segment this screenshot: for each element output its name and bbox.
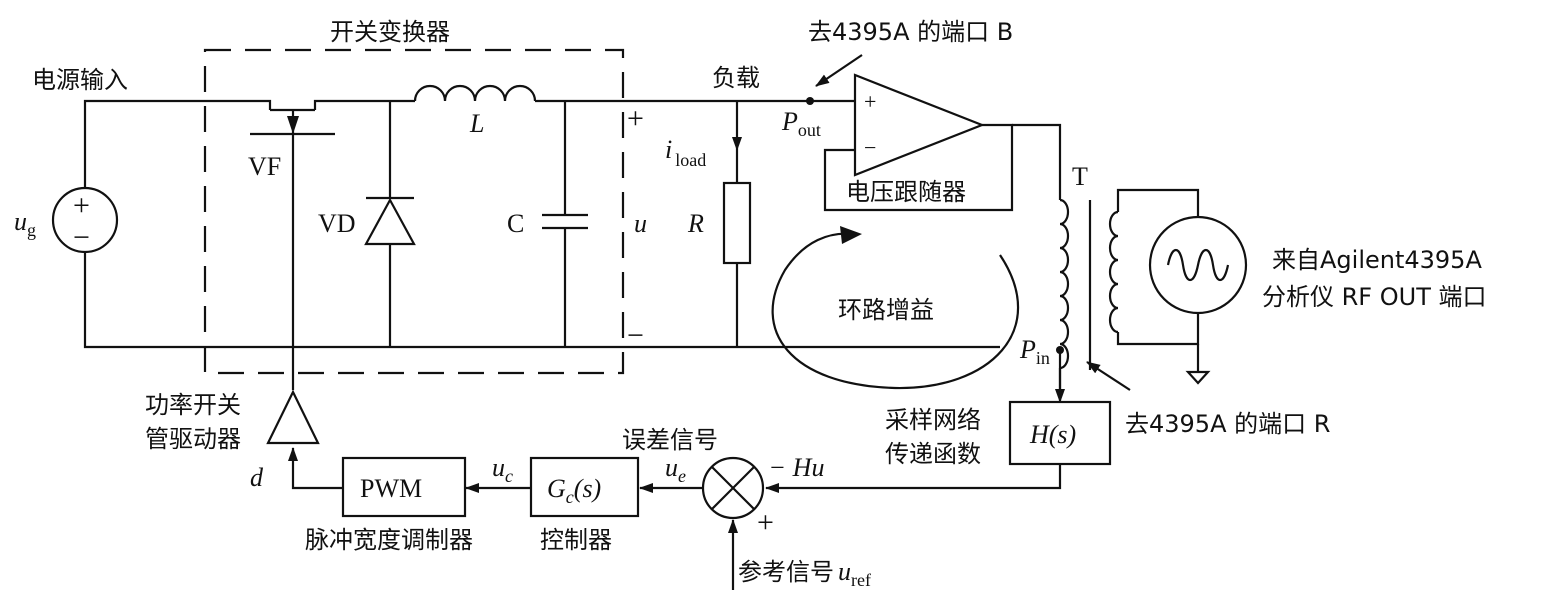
voltage-follower: + − <box>810 73 1062 212</box>
capacitor-label: C <box>507 209 524 238</box>
diode-vd <box>364 101 416 347</box>
load-label: 负载 <box>712 64 760 92</box>
from-agilent-line2: 分析仪 RF OUT 端口 <box>1262 283 1486 311</box>
controller-block <box>529 456 640 518</box>
pout-label: Pout <box>781 107 821 140</box>
svg-text:+: + <box>73 189 90 222</box>
loop-gain-label: 环路增益 <box>838 296 934 324</box>
transformer-label: T <box>1072 162 1088 191</box>
signal-generator <box>1148 215 1248 385</box>
transformer-t <box>1058 188 1200 390</box>
ref-plus: + <box>757 506 774 539</box>
inductor-l <box>390 84 810 103</box>
uc-label: uc <box>492 453 513 486</box>
source-wires <box>83 99 1000 349</box>
pwm-label: PWM <box>360 474 422 503</box>
mosfet-vf <box>250 99 390 390</box>
driver-buffer <box>266 389 320 445</box>
controller-label: 控制器 <box>540 526 612 554</box>
sampling-tf-label: H(s) <box>1029 420 1076 449</box>
from-agilent-line1: 来自Agilent4395A <box>1272 246 1482 274</box>
ug-label: ug <box>14 207 36 240</box>
power-input-label: 电源输入 <box>32 66 128 94</box>
loop-gain-arrow <box>771 226 1020 390</box>
vd-label: VD <box>318 209 356 238</box>
svg-text:−: − <box>73 221 90 254</box>
pwm-modulator-label: 脉冲宽度调制器 <box>305 526 473 554</box>
feedback-wire <box>765 464 1062 493</box>
hu-label: −Hu <box>770 453 824 482</box>
inductor-label: L <box>469 109 484 138</box>
d-label: d <box>250 463 264 492</box>
capacitor-c <box>542 101 588 347</box>
output-minus: − <box>627 319 644 352</box>
load-resistor <box>722 101 752 347</box>
voltage-follower-label: 电压跟随器 <box>846 178 966 206</box>
sampling-network-block <box>1008 400 1112 466</box>
pin-label: Pin <box>1019 335 1050 368</box>
port-r-arrow <box>1086 361 1131 391</box>
to-port-b-label: 去4395A 的端口 B <box>808 18 1013 46</box>
vf-label: VF <box>248 152 281 181</box>
error-signal-label: 误差信号 <box>622 426 718 454</box>
sampling-network-line2: 传递函数 <box>885 440 981 468</box>
controller-tf-label: Gc(s) <box>547 474 601 507</box>
ue-label: ue <box>665 453 686 486</box>
to-port-r-label: 去4395A 的端口 R <box>1125 410 1330 438</box>
voltage-source: + − <box>51 186 119 254</box>
driver-line1: 功率开关 <box>145 391 241 419</box>
resistor-label: R <box>687 209 704 238</box>
switch-converter-label: 开关变换器 <box>330 18 450 46</box>
u-label: u <box>634 209 647 238</box>
pwm-block <box>341 456 467 518</box>
sampling-network-line1: 采样网络 <box>885 406 981 434</box>
svg-text:−: − <box>864 135 876 160</box>
driver-line2: 管驱动器 <box>145 425 241 453</box>
output-plus: + <box>627 102 644 135</box>
switch-converter-boundary <box>203 48 625 375</box>
d-wire <box>288 447 343 490</box>
port-b-arrow <box>815 54 863 87</box>
summing-junction <box>701 456 765 520</box>
svg-text:+: + <box>864 89 876 114</box>
